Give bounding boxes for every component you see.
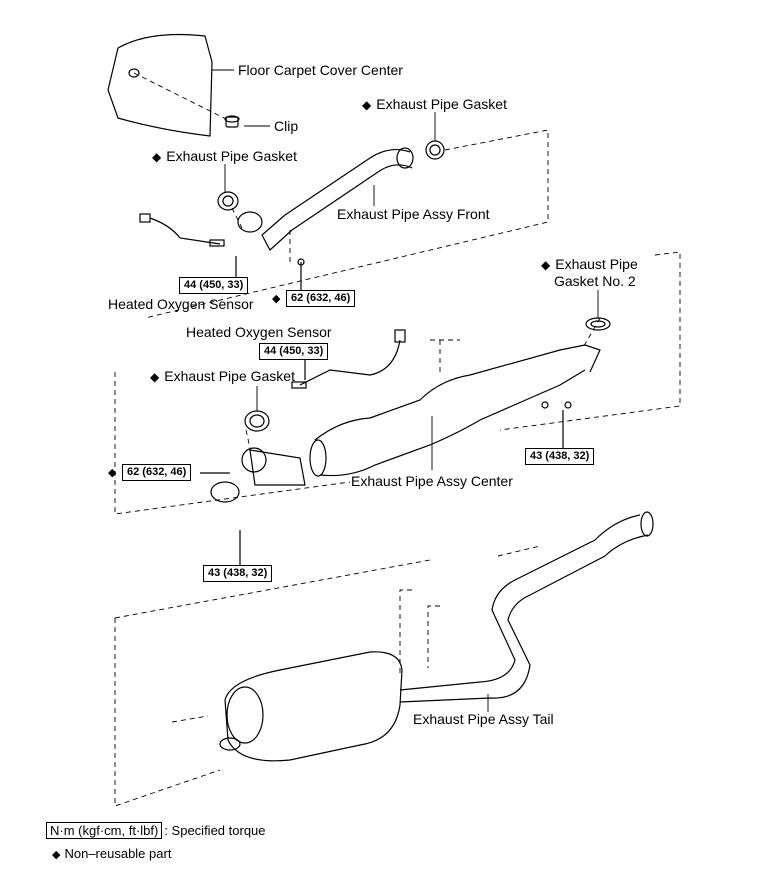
non-reusable-diamond-icon: ◆ (272, 293, 281, 305)
legend-torque-desc: : Specified torque (164, 823, 266, 838)
torque-spec-box: 62 (632, 46) (122, 464, 192, 481)
label-heated-oxygen-sensor-2: Heated Oxygen Sensor (186, 324, 332, 340)
label-exhaust-pipe-assy-tail: Exhaust Pipe Assy Tail (413, 711, 554, 727)
legend-torque: N·m (kgf·cm, ft·lbf): Specified torque (46, 822, 266, 839)
floor-carpet-cover-shape (107, 33, 213, 137)
front-pipe-shape (237, 147, 414, 251)
gasket-left-front (217, 191, 239, 211)
label-exhaust-pipe-assy-center: Exhaust Pipe Assy Center (351, 473, 513, 489)
assembly-dashed-lines (114, 72, 681, 807)
label-clip: Clip (274, 118, 299, 134)
label-exhaust-pipe-gasket-no2-line2: Gasket No. 2 (554, 273, 636, 289)
label-exhaust-pipe-gasket-left: ◆Exhaust Pipe Gasket (152, 148, 297, 164)
clip-shape (224, 115, 240, 128)
legend-torque-unit: N·m (kgf·cm, ft·lbf) (46, 822, 163, 839)
carpet-hole (128, 68, 140, 78)
gasket-center (244, 410, 270, 432)
torque-spec-box: 44 (450, 33) (259, 343, 329, 360)
non-reusable-diamond-icon: ◆ (541, 258, 551, 272)
non-reusable-diamond-icon: ◆ (108, 467, 117, 479)
torque-spec-box: 62 (632, 46) (286, 290, 356, 307)
non-reusable-diamond-icon: ◆ (150, 370, 160, 384)
oxygen-sensor-center (299, 339, 401, 386)
label-exhaust-pipe-gasket-top: ◆Exhaust Pipe Gasket (362, 96, 507, 112)
torque-spec-box: 43 (438, 32) (203, 565, 273, 582)
label-leaders (212, 69, 599, 712)
oxygen-sensor-front (149, 217, 221, 245)
label-exhaust-pipe-assy-front: Exhaust Pipe Assy Front (337, 206, 490, 222)
torque-spec-box: 44 (450, 33) (179, 277, 249, 294)
non-reusable-diamond-icon: ◆ (152, 150, 162, 164)
label-exhaust-pipe-gasket-center: ◆Exhaust Pipe Gasket (150, 368, 295, 384)
torque-spec-box: 43 (438, 32) (525, 448, 595, 465)
non-reusable-diamond-icon: ◆ (362, 98, 372, 112)
tail-pipe-shape (219, 511, 654, 762)
label-exhaust-pipe-gasket-no2: ◆Exhaust Pipe (541, 256, 638, 272)
gasket-top (425, 140, 445, 160)
legend-non-reusable: ◆Non–reusable part (52, 846, 171, 863)
gasket-no2 (585, 317, 611, 331)
center-pipe-shape (210, 344, 601, 503)
label-floor-carpet-cover-center: Floor Carpet Cover Center (238, 62, 403, 78)
label-heated-oxygen-sensor-1: Heated Oxygen Sensor (108, 296, 254, 312)
legend-non-reusable-desc: Non–reusable part (64, 846, 172, 861)
non-reusable-diamond-icon: ◆ (52, 849, 61, 861)
